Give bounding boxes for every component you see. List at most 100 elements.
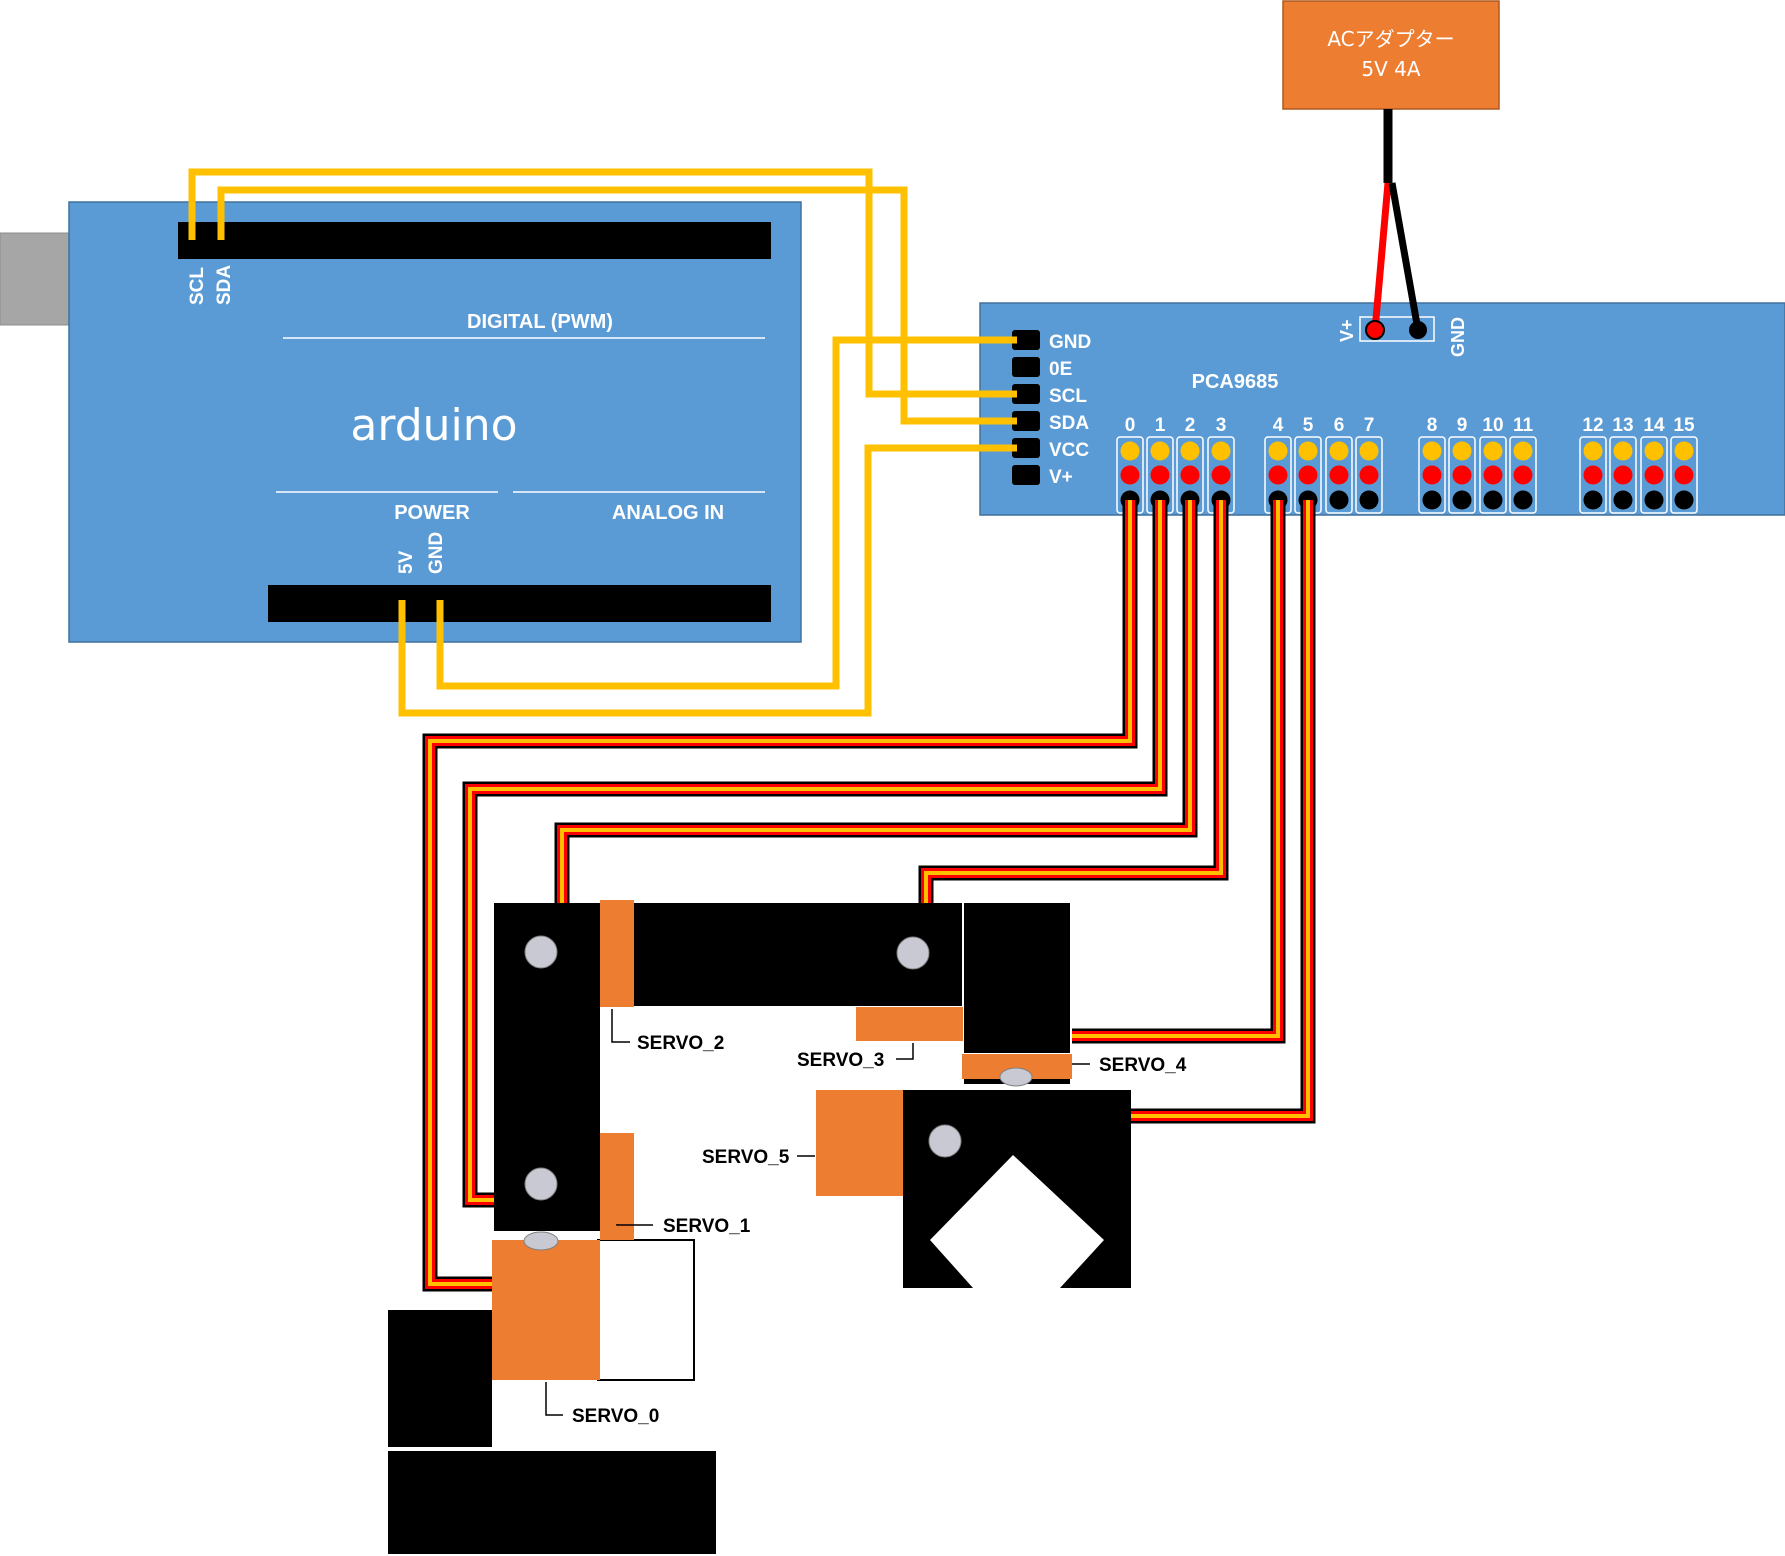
sda-wire [217, 186, 1017, 425]
servo-label: SERVO_5 [702, 1147, 790, 1168]
pin-vplus [1012, 465, 1040, 485]
channel-7-signal-pin [1359, 441, 1379, 461]
servo-label: SERVO_0 [572, 1406, 659, 1427]
joint-axle [999, 1067, 1033, 1087]
channel-6-ground-pin [1329, 490, 1349, 510]
servo-3-cable [918, 500, 1229, 903]
power-header [268, 585, 771, 622]
channel-label: 14 [1643, 415, 1665, 436]
servo-label: SERVO_3 [797, 1050, 884, 1071]
arm-base-upper [388, 1310, 492, 1447]
servo-0-bracket [597, 1239, 695, 1381]
ac-adapter: ACアダプター 5V 4A [1282, 0, 1500, 340]
power-terminal-outline [1359, 316, 1435, 342]
servo-1-cable [462, 500, 1168, 1208]
pca-left-header: GND 0E SCL SDA VCC V+ [1012, 330, 1091, 488]
robot-arm [388, 900, 1131, 1554]
5v-vcc-wire [398, 444, 1017, 717]
channel-14-header [1640, 436, 1668, 514]
servo-label: SERVO_1 [663, 1216, 751, 1237]
channel-10-header [1479, 436, 1507, 514]
pin-gnd [1012, 330, 1040, 350]
pin-scl [1012, 384, 1040, 404]
joint-screw [896, 936, 930, 970]
callout-servo-2 [611, 1009, 630, 1043]
channel-1-signal-pin [1150, 441, 1170, 461]
pca9685-title: PCA9685 [1192, 371, 1279, 393]
power-vplus-label: V+ [1337, 319, 1357, 342]
channel-label: 10 [1482, 415, 1503, 436]
channel-9-header [1448, 436, 1476, 514]
channel-label: 11 [1513, 415, 1534, 436]
channel-7-power-pin [1359, 465, 1379, 485]
servo-2-cable [554, 500, 1198, 903]
channel-10-power-pin [1483, 465, 1503, 485]
channel-12-signal-pin [1583, 441, 1603, 461]
adapter-title: ACアダプター [1327, 27, 1454, 51]
channel-8-ground-pin [1422, 490, 1442, 510]
channel-6-power-pin [1329, 465, 1349, 485]
cable-strand [1131, 500, 1310, 1118]
pin-vcc [1012, 438, 1040, 458]
joint-axle [523, 1231, 559, 1251]
servo-0-body [492, 1240, 600, 1380]
servo-labels: SERVO_0 SERVO_1 SERVO_2 SERVO_3 SERVO_4 … [572, 1033, 1187, 1427]
channel-15-header [1670, 436, 1698, 514]
pin-label: SDA [1049, 413, 1089, 434]
channel-label: 0 [1125, 415, 1136, 436]
cable-strand [924, 500, 1223, 903]
gnd-wire [436, 336, 1017, 690]
channel-label: 13 [1612, 415, 1633, 436]
channel-12-header [1579, 436, 1607, 514]
arduino-pcb [68, 201, 802, 643]
servo-label: SERVO_4 [1099, 1055, 1187, 1076]
channel-6-header [1325, 436, 1353, 514]
channel-10-signal-pin [1483, 441, 1503, 461]
servo-2-body [600, 900, 634, 1007]
channel-label: 15 [1673, 415, 1695, 436]
channel-2-signal-pin [1180, 441, 1200, 461]
channel-label: 3 [1216, 415, 1227, 436]
gnd-terminal-dot [1409, 321, 1427, 339]
cable-strand [1072, 500, 1286, 1044]
pin-label-5v: 5V [396, 550, 417, 574]
servo-3-body [856, 1007, 963, 1041]
vplus-terminal-dot [1365, 320, 1385, 340]
channel-label: 7 [1364, 415, 1375, 436]
servo-cables [422, 500, 1316, 1292]
channel-14-power-pin [1644, 465, 1664, 485]
adapter-spec: 5V 4A [1361, 57, 1420, 81]
pin-label: 0E [1049, 359, 1072, 380]
channel-5-power-pin [1298, 465, 1318, 485]
channel-8-header [1418, 436, 1446, 514]
digital-label: DIGITAL (PWM) [467, 311, 613, 333]
channel-12-ground-pin [1583, 490, 1603, 510]
channel-11-signal-pin [1513, 441, 1533, 461]
channel-1-power-pin [1150, 465, 1170, 485]
channel-9-ground-pin [1452, 490, 1472, 510]
channel-2-power-pin [1180, 465, 1200, 485]
channel-label: 1 [1155, 415, 1166, 436]
channel-13-signal-pin [1613, 441, 1633, 461]
joint-screw [524, 935, 558, 969]
callout-servo-0 [545, 1382, 563, 1416]
channel-4-power-pin [1268, 465, 1288, 485]
power-label: POWER [394, 502, 470, 524]
arduino-board: DIGITAL (PWM) arduino POWER ANALOG IN SC… [0, 201, 802, 643]
channel-9-power-pin [1452, 465, 1472, 485]
servo-5-cable [1131, 500, 1316, 1124]
pin-oe [1012, 357, 1040, 377]
channel-3-signal-pin [1211, 441, 1231, 461]
adapter-vplus-wire [1371, 182, 1392, 331]
channel-15-power-pin [1674, 465, 1694, 485]
pin-label: V+ [1049, 467, 1073, 488]
callout-servo-1 [616, 1224, 653, 1226]
joint-screw [524, 1167, 558, 1201]
power-terminal: V+ GND [1337, 316, 1468, 357]
servo-4-cable [1072, 500, 1286, 1044]
cable-strand [1072, 500, 1283, 1041]
channel-7-ground-pin [1359, 490, 1379, 510]
channel-label: 5 [1303, 415, 1314, 436]
channel-label: 9 [1457, 415, 1468, 436]
